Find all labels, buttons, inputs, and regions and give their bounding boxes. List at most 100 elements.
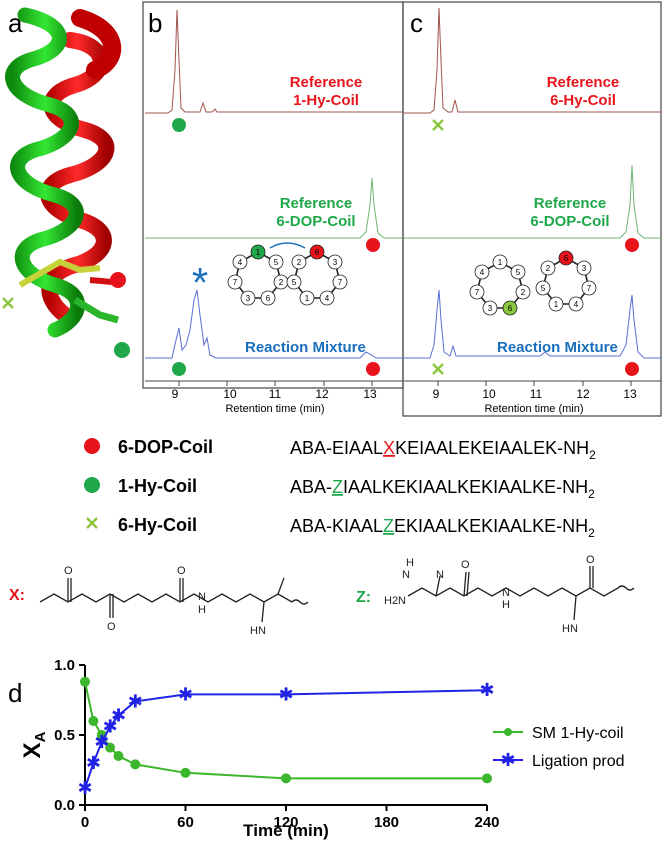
svg-text:O: O — [64, 565, 73, 577]
x-tick-label: 180 — [374, 814, 399, 831]
svg-text:4: 4 — [574, 300, 579, 309]
svg-text:H: H — [406, 557, 414, 569]
svg-text:6: 6 — [508, 304, 513, 313]
ref1-label-line1: Reference — [547, 74, 620, 91]
svg-text:6: 6 — [564, 254, 569, 263]
panel-label-b: b — [148, 8, 162, 38]
red-dot-marker — [84, 438, 100, 454]
ref1-label-line1: Reference — [290, 74, 363, 91]
green-dot-marker — [172, 362, 186, 376]
svg-text:4: 4 — [480, 268, 485, 277]
red-dot-marker — [366, 362, 380, 376]
series-line-1 — [84, 689, 488, 789]
svg-text:H: H — [198, 604, 206, 616]
x-axis-label-b: Retention time (min) — [225, 403, 324, 415]
green-dot-marker — [114, 342, 130, 358]
data-point — [281, 773, 291, 784]
sequence-6hy: ABA-KIAALZEKIAALKEKIAALKE-NH2 — [290, 516, 595, 540]
svg-text:N: N — [402, 569, 410, 581]
y-tick-label: 0.5 — [54, 727, 75, 744]
svg-text:1: 1 — [305, 294, 310, 303]
svg-text:H2N: H2N — [384, 595, 406, 607]
ref2-label-line1: Reference — [534, 195, 607, 212]
svg-text:6: 6 — [315, 248, 320, 257]
red-dot-marker — [366, 238, 380, 252]
green-cross-marker — [432, 363, 444, 375]
svg-text:7: 7 — [587, 284, 592, 293]
data-point: ✱ — [103, 717, 118, 737]
svg-text:3: 3 — [333, 258, 338, 267]
svg-text:O: O — [461, 559, 470, 571]
ref2-label-line2: 6-DOP-Coil — [530, 213, 609, 230]
mix-label: Reaction Mixture — [245, 339, 366, 356]
data-point — [80, 676, 90, 687]
svg-text:6: 6 — [266, 294, 271, 303]
svg-text:3: 3 — [582, 264, 587, 273]
legend-sm: SM 1-Hy-coil — [532, 725, 624, 742]
svg-text:13: 13 — [623, 387, 637, 401]
svg-text:HN: HN — [562, 623, 578, 635]
red-dot-marker — [625, 362, 639, 376]
ref1-label-line2: 6-Hy-Coil — [550, 92, 616, 109]
green-dot-marker — [84, 477, 100, 493]
data-point: ✱ — [128, 691, 143, 711]
svg-text:13: 13 — [363, 387, 377, 401]
svg-text:9: 9 — [433, 387, 440, 401]
red-dot-marker — [625, 238, 639, 252]
data-point: ✱ — [94, 732, 109, 752]
data-point — [482, 773, 492, 784]
svg-text:12: 12 — [315, 387, 329, 401]
legend-ligation: Ligation prod — [532, 753, 625, 770]
svg-text:1: 1 — [498, 258, 503, 267]
svg-text:O: O — [586, 554, 595, 566]
data-point: ✱ — [479, 680, 494, 700]
red-dot-marker — [110, 272, 126, 288]
chart-legend: SM 1-Hy-coil ✱ Ligation prod — [493, 725, 625, 770]
x-axis-label-c: Retention time (min) — [484, 403, 583, 415]
svg-text:1: 1 — [256, 248, 261, 257]
svg-text:O: O — [177, 565, 186, 577]
svg-text:7: 7 — [233, 278, 238, 287]
asterisk-marker: * — [192, 259, 208, 306]
svg-text:5: 5 — [541, 284, 546, 293]
y-axis-label: XA — [19, 731, 49, 758]
structure-z: Z: H N H2N N O O N H HN — [356, 554, 635, 635]
data-point — [130, 759, 141, 770]
legend-name-6hy: 6-Hy-Coil — [118, 515, 197, 535]
data-point: ✱ — [278, 684, 293, 704]
svg-text:✱: ✱ — [500, 750, 515, 770]
x-ticks-b: 9 10 11 12 13 — [172, 381, 377, 401]
green-dot-marker — [172, 118, 186, 132]
svg-text:7: 7 — [475, 288, 480, 297]
svg-text:2: 2 — [279, 278, 284, 287]
mix-label: Reaction Mixture — [497, 339, 618, 356]
svg-text:N: N — [198, 591, 206, 603]
x-axis-label: Time (min) — [243, 821, 329, 840]
green-cross-marker — [432, 119, 444, 131]
structure-z-label: Z: — [356, 589, 371, 606]
ref2-label-line2: 6-DOP-Coil — [276, 213, 355, 230]
data-point: ✱ — [178, 684, 193, 704]
ref1-label-line2: 1-Hy-Coil — [293, 92, 359, 109]
svg-text:12: 12 — [576, 387, 590, 401]
structure-x: X: O O O N H HN — [9, 565, 309, 637]
green-cross-marker — [86, 517, 98, 529]
svg-text:2: 2 — [297, 258, 302, 267]
panel-b: b Reference 1-Hy-Coil Reference 6-DOP-Co… — [142, 1, 404, 415]
svg-text:3: 3 — [488, 304, 493, 313]
x-tick-label: 240 — [474, 814, 499, 831]
x-tick-label: 0 — [81, 814, 89, 831]
svg-text:N: N — [502, 587, 510, 599]
svg-text:5: 5 — [516, 268, 521, 277]
svg-text:1: 1 — [554, 300, 559, 309]
svg-text:O: O — [107, 621, 116, 633]
svg-text:N: N — [436, 569, 444, 581]
svg-text:4: 4 — [325, 294, 330, 303]
svg-text:10: 10 — [223, 387, 237, 401]
svg-text:H: H — [502, 599, 510, 611]
helical-wheel-left: 1 5 2 6 3 7 4 — [227, 244, 289, 306]
sequence-legend: 6-DOP-Coil ABA-EIAALXKEIAALEKEIAALEK-NH2… — [84, 437, 596, 540]
panel-label-d: d — [8, 678, 22, 708]
svg-text:3: 3 — [246, 294, 251, 303]
